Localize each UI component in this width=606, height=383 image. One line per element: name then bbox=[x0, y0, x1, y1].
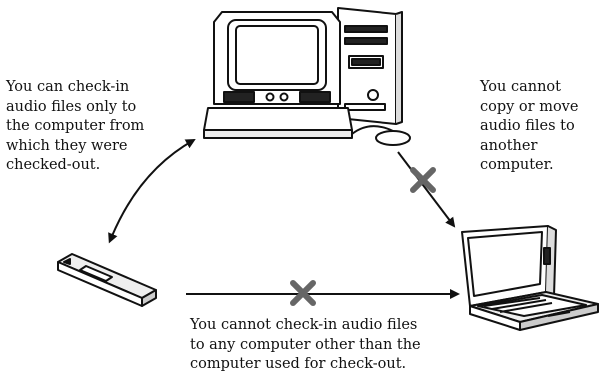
caption-line: copy or move bbox=[480, 98, 590, 118]
caption-line: computer. bbox=[480, 156, 590, 176]
caption-line: You can check-in bbox=[6, 78, 176, 98]
caption-no-copy-move: You cannot copy or move audio files to a… bbox=[480, 78, 590, 176]
caption-checkin-origin: You can check-in audio files only to the… bbox=[6, 78, 176, 176]
caption-no-checkin-other: You cannot check-in audio files to any c… bbox=[190, 316, 520, 375]
caption-line: audio files only to bbox=[6, 98, 176, 118]
caption-line: You cannot bbox=[480, 78, 590, 98]
caption-line: computer used for check-out. bbox=[190, 355, 520, 375]
caption-line: the computer from bbox=[6, 117, 176, 137]
desktop-computer-icon bbox=[204, 8, 410, 145]
copy-move-arrow bbox=[398, 152, 454, 226]
caption-line: audio files to bbox=[480, 117, 590, 137]
caption-line: another bbox=[480, 137, 590, 157]
memory-card-icon bbox=[58, 254, 156, 306]
cross-mark-copy-icon bbox=[413, 170, 433, 190]
caption-line: which they were bbox=[6, 137, 176, 157]
caption-line: to any computer other than the bbox=[190, 336, 520, 356]
caption-line: checked-out. bbox=[6, 156, 176, 176]
laptop-icon bbox=[462, 226, 598, 330]
caption-line: You cannot check-in audio files bbox=[190, 316, 520, 336]
